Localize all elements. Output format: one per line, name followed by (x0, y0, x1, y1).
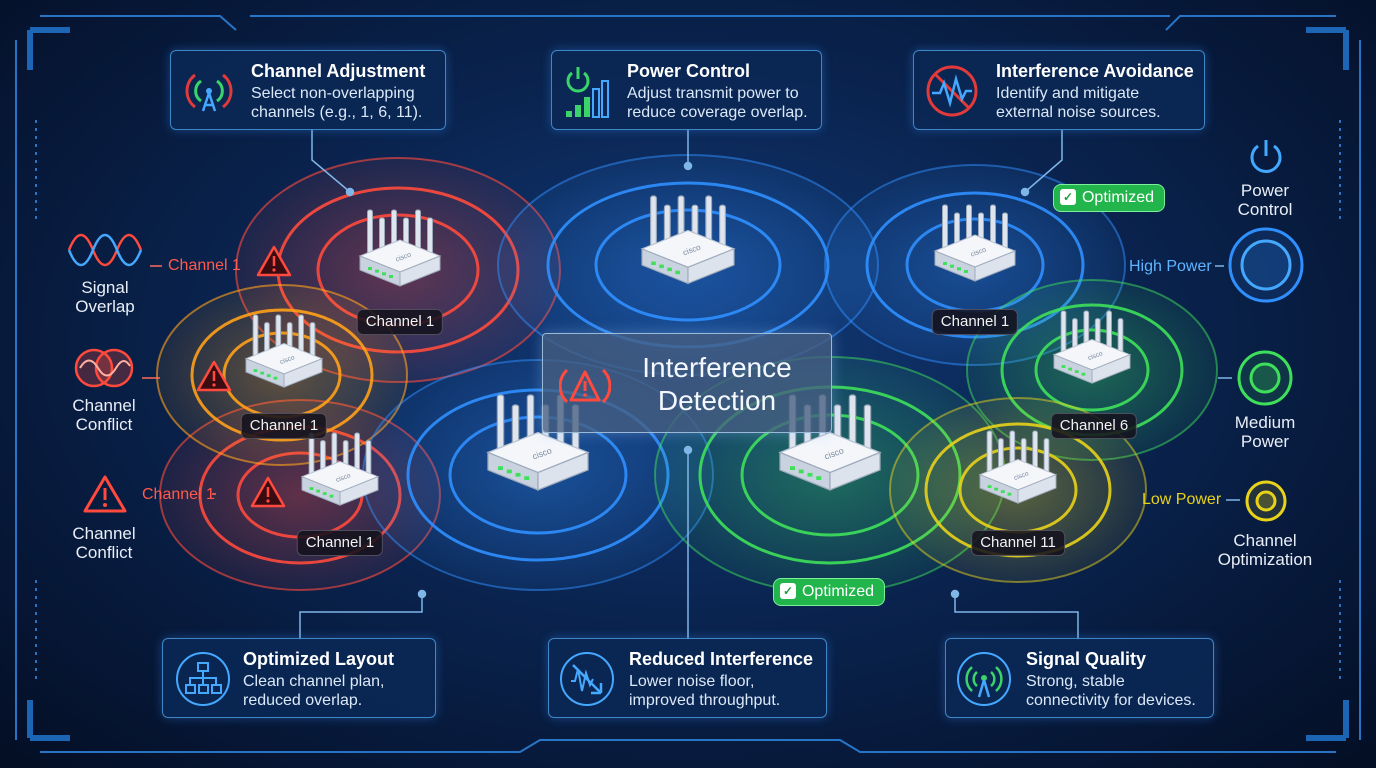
channel-conflict-label: Channel 1 (142, 486, 215, 503)
card-reduced-interference: Reduced Interference Lower noise floor, … (548, 638, 827, 718)
router-channel-tag: Channel 1 (240, 413, 328, 439)
routers: cisco cisco cisco cisco cisco cisco cisco cisco… (244, 195, 1132, 506)
center-title-line2: Detection (657, 385, 777, 416)
high-power-indicator (1228, 227, 1304, 303)
router-brand-label: cisco (279, 354, 296, 366)
legend-line: Control (1237, 200, 1293, 219)
card-text-line: Adjust transmit power to (627, 85, 799, 102)
card-signal-quality: Signal Quality Strong, stable connectivi… (945, 638, 1214, 718)
card-text-line: Lower noise floor, (629, 673, 755, 690)
medium-power-indicator (1237, 350, 1293, 406)
card-title: Reduced Interference (629, 649, 814, 669)
router-icon: cisco (778, 394, 882, 491)
router-channel-tag: Channel 1 (931, 309, 1019, 335)
router-brand-label: cisco (335, 472, 352, 484)
legend-line: Channel (1233, 531, 1297, 550)
noise-down-icon (560, 652, 614, 706)
legend-line: Conflict (75, 543, 133, 562)
card-text-line: Strong, stable (1026, 673, 1125, 690)
high-power-label: High Power (1129, 258, 1212, 275)
router-brand-label: cisco (1087, 350, 1104, 362)
card-text-line: Clean channel plan, (243, 673, 385, 690)
channel-conflict-label: Channel 1 (168, 257, 241, 274)
router-channel-tag: Channel 6 (1050, 413, 1138, 439)
optimized-badge: ✓ Optimized (772, 578, 886, 606)
card-text-line: Select non-overlapping (251, 85, 415, 102)
router-channel-tag: Channel 1 (356, 309, 444, 335)
card-channel-adjustment: Channel Adjustment Select non-overlappin… (170, 50, 446, 130)
router-icon: cisco (1052, 310, 1132, 384)
badge-label: Optimized (801, 583, 875, 600)
power-icon (1250, 140, 1282, 173)
router-channel-tag: Channel 1 (296, 530, 384, 556)
warning-triangle-icon (83, 475, 127, 513)
card-title: Optimized Layout (243, 649, 395, 669)
router-icon: cisco (300, 432, 380, 506)
check-icon: ✓ (1059, 188, 1076, 205)
legend-line: Power (1240, 181, 1290, 200)
antenna-signal-icon (957, 652, 1011, 706)
router-icon: cisco (358, 209, 442, 287)
card-text-line: external noise sources. (996, 104, 1161, 121)
low-power-label: Low Power (1142, 491, 1222, 508)
router-icon: cisco (978, 430, 1058, 504)
card-title: Signal Quality (1026, 649, 1147, 669)
card-title: Interference Avoidance (996, 61, 1194, 81)
legend-line: Signal (81, 278, 129, 297)
router-icon: cisco (640, 195, 736, 285)
legend-line: Channel (72, 524, 136, 543)
power-bars-icon (566, 67, 609, 118)
card-text-line: channels (e.g., 1, 6, 11). (251, 104, 423, 121)
card-optimized-layout: Optimized Layout Clean channel plan, red… (162, 638, 436, 718)
center-title-line1: Interference (642, 352, 792, 383)
card-text-line: Identify and mitigate (996, 85, 1140, 102)
card-text-line: improved throughput. (629, 692, 781, 709)
antenna-signal-icon (185, 73, 233, 112)
card-title: Channel Adjustment (251, 61, 426, 81)
router-channel-tag: Channel 11 (971, 530, 1065, 556)
card-title: Power Control (627, 61, 751, 81)
router-icon: cisco (244, 314, 324, 388)
legend-line: Medium (1234, 413, 1296, 432)
legend-line: Conflict (75, 415, 133, 434)
legend-line: Power (1240, 432, 1290, 451)
router-icon: cisco (933, 204, 1017, 282)
card-interference-avoidance: Interference Avoidance Identify and miti… (913, 50, 1205, 130)
low-power-indicator (1245, 480, 1287, 522)
router-brand-label: cisco (1013, 470, 1030, 482)
optimized-badge: ✓ Optimized (1052, 184, 1166, 212)
card-text-line: reduce coverage overlap. (627, 104, 808, 121)
check-icon: ✓ (779, 582, 796, 599)
interference-detection-box: Interference Detection (542, 333, 832, 433)
card-text-line: reduced overlap. (243, 692, 363, 709)
hud-frame (15, 15, 1361, 753)
legend-line: Channel (72, 396, 136, 415)
legend-line: Optimization (1217, 550, 1313, 569)
card-text-line: connectivity for devices. (1026, 692, 1196, 709)
legend-line: Overlap (75, 297, 135, 316)
connector-lines (142, 130, 1240, 640)
badge-label: Optimized (1081, 189, 1155, 206)
network-tree-icon (176, 652, 230, 706)
overlapping-circles-icon (74, 348, 134, 388)
waves-overlap-icon (67, 233, 143, 267)
blocked-wave-icon (926, 65, 978, 117)
card-power-control: Power Control Adjust transmit power to r… (551, 50, 822, 130)
warning-signal-icon (559, 368, 611, 404)
